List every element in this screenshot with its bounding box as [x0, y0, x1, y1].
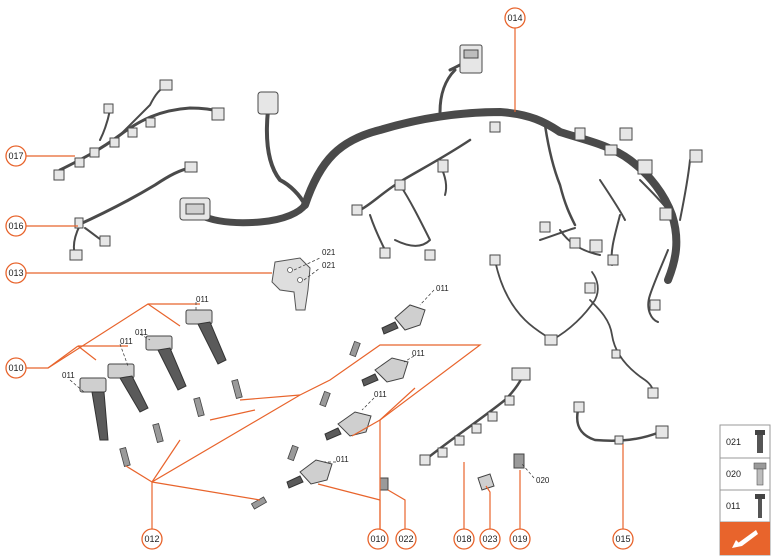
harness-016-connectors	[69, 161, 198, 261]
leader-lines	[26, 28, 624, 530]
harness-015-connectors	[573, 401, 669, 445]
harness-015	[576, 408, 662, 442]
label-011-b: 011	[135, 328, 148, 337]
harness-017-connectors	[53, 79, 225, 181]
label-011-g: 011	[374, 390, 387, 399]
callout-023-label: 023	[482, 534, 497, 544]
harness-018	[423, 368, 527, 462]
callout-016[interactable]: 016	[5, 215, 27, 237]
callout-017[interactable]: 017	[5, 145, 27, 167]
callout-016-label: 016	[8, 221, 23, 231]
legend-item-011-label: 011	[726, 501, 740, 511]
harness-017	[58, 84, 224, 172]
callout-014-label: 014	[507, 13, 522, 23]
callout-012-label: 012	[144, 534, 159, 544]
callout-022[interactable]: 022	[395, 528, 417, 550]
label-011-h: 011	[336, 455, 349, 464]
label-020: 020	[536, 476, 550, 485]
callout-013[interactable]: 013	[5, 262, 27, 284]
direction-arrow-icon	[720, 522, 770, 555]
bolt-flange-icon	[755, 430, 765, 453]
callout-019-label: 019	[512, 534, 527, 544]
part-labels: 021 021 011 011 011 011 011 011 011 011 …	[62, 248, 550, 485]
callout-010-bottom[interactable]: 010	[367, 528, 389, 550]
callout-022-label: 022	[398, 534, 413, 544]
bolt-long-icon	[755, 494, 765, 518]
ignition-coils-right	[286, 304, 426, 489]
label-011-c: 011	[120, 337, 133, 346]
label-011-e: 011	[436, 284, 449, 293]
label-021-b: 021	[322, 261, 336, 270]
callout-010-left[interactable]: 010	[5, 357, 27, 379]
callout-019[interactable]: 019	[509, 528, 531, 550]
sensor-019	[513, 453, 525, 469]
legend-item-020-label: 020	[726, 469, 741, 479]
harness-016	[72, 166, 192, 256]
callout-017-label: 017	[8, 151, 23, 161]
label-leaders	[69, 289, 535, 479]
callout-012[interactable]: 012	[141, 528, 163, 550]
callout-023[interactable]: 023	[479, 528, 501, 550]
bracket-013	[271, 257, 321, 311]
callout-013-label: 013	[8, 268, 23, 278]
callout-015[interactable]: 015	[612, 528, 634, 550]
callout-018-label: 018	[456, 534, 471, 544]
ignition-coils-left	[79, 309, 227, 441]
clip-023	[477, 473, 495, 491]
harness-018-connectors	[419, 367, 531, 466]
bolt-hex-icon	[753, 462, 767, 486]
spark-plugs	[119, 340, 361, 510]
main-harness-connectors	[179, 44, 703, 399]
clip-022	[379, 477, 389, 491]
callout-010-bottom-label: 010	[370, 534, 385, 544]
callout-014[interactable]: 014	[504, 7, 526, 29]
label-011-a: 011	[196, 295, 209, 304]
legend-item-021-label: 021	[726, 437, 741, 447]
callout-010-left-label: 010	[8, 363, 23, 373]
label-011-d: 011	[62, 371, 75, 380]
fastener-legend: 021 020 011	[719, 424, 771, 556]
label-021-a: 021	[322, 248, 336, 257]
label-011-f: 011	[412, 349, 425, 358]
callout-018[interactable]: 018	[453, 528, 475, 550]
callout-015-label: 015	[615, 534, 630, 544]
